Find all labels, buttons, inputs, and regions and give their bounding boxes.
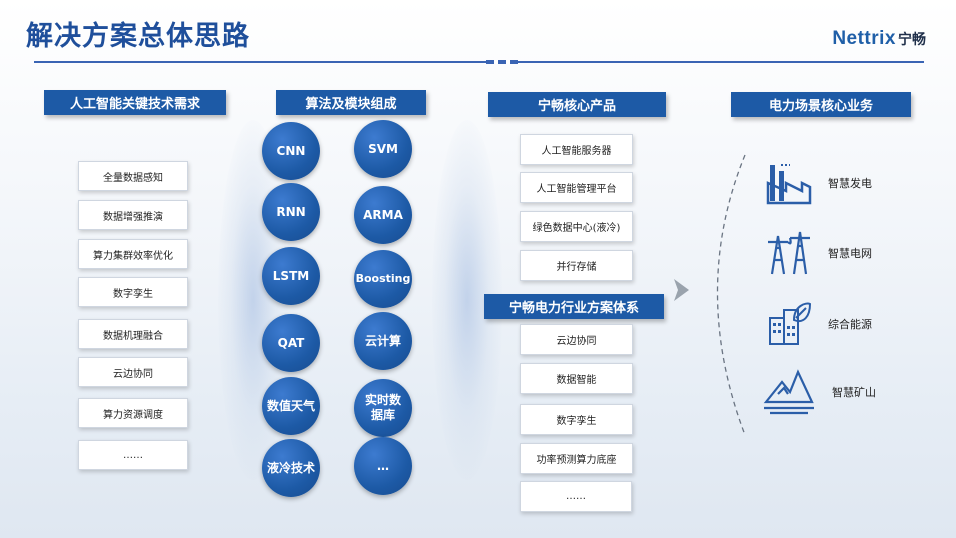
business-label: 智慧发电 bbox=[828, 176, 872, 190]
algorithm-circle: 实时数据库 bbox=[354, 379, 412, 437]
business-item: 综合能源 bbox=[766, 300, 896, 348]
list-item: 人工智能服务器 bbox=[520, 134, 633, 165]
algorithm-circle: 液冷技术 bbox=[262, 439, 320, 497]
business-label: 智慧矿山 bbox=[832, 386, 876, 399]
list-item: 功率预测算力底座 bbox=[520, 443, 633, 474]
list-item: 算力集群效率优化 bbox=[78, 239, 188, 269]
header-power-business: 电力场景核心业务 bbox=[731, 92, 911, 117]
algorithm-circle: Boosting bbox=[354, 250, 412, 308]
list-item: 数字孪生 bbox=[520, 404, 633, 435]
algorithm-circle: CNN bbox=[262, 122, 320, 180]
header-ai-needs: 人工智能关键技术需求 bbox=[44, 90, 226, 115]
algorithm-circle: ARMA bbox=[354, 186, 412, 244]
list-item: 云边协同 bbox=[78, 357, 188, 387]
algorithm-circle: 云计算 bbox=[354, 312, 412, 370]
list-item: 绿色数据中心(液冷) bbox=[520, 211, 633, 242]
list-item: …… bbox=[520, 481, 632, 512]
header-algorithms: 算法及模块组成 bbox=[276, 90, 426, 115]
business-item: 智慧矿山 bbox=[762, 368, 896, 416]
factory-icon bbox=[766, 163, 812, 204]
building-leaf-icon bbox=[769, 302, 812, 345]
brand-logo: Nettrix 宁畅 bbox=[832, 28, 926, 50]
business-label: 综合能源 bbox=[828, 318, 872, 331]
list-item: 数字孪生 bbox=[78, 277, 188, 307]
list-item: 数据智能 bbox=[520, 363, 633, 394]
algorithm-circle: 数值天气 bbox=[262, 377, 320, 435]
header-industry-solution: 宁畅电力行业方案体系 bbox=[484, 294, 664, 319]
title-divider bbox=[34, 60, 924, 64]
business-label: 智慧电网 bbox=[828, 247, 872, 260]
business-item: 智慧电网 bbox=[766, 230, 896, 276]
list-item: 数据机理融合 bbox=[78, 319, 188, 349]
dashed-arc bbox=[716, 154, 746, 436]
algorithm-circle: … bbox=[354, 437, 412, 495]
list-item: 数据增强推演 bbox=[78, 200, 188, 230]
list-item: 人工智能管理平台 bbox=[520, 172, 633, 203]
list-item: 云边协同 bbox=[520, 324, 633, 355]
arrow-right-icon bbox=[674, 279, 689, 301]
list-item: …… bbox=[78, 440, 188, 470]
mountain-icon bbox=[763, 369, 814, 415]
business-item: 智慧发电 bbox=[766, 160, 896, 205]
slide-title: 解决方案总体思路 bbox=[26, 21, 250, 52]
power-tower-icon bbox=[768, 231, 810, 275]
list-item: 全量数据感知 bbox=[78, 161, 188, 191]
list-item: 算力资源调度 bbox=[78, 398, 188, 428]
list-item: 并行存储 bbox=[520, 250, 633, 281]
algorithm-circle: SVM bbox=[354, 120, 412, 178]
algorithm-circle: RNN bbox=[262, 183, 320, 241]
logo-text-cn: 宁畅 bbox=[898, 32, 926, 48]
logo-text-en: Nettrix bbox=[832, 28, 896, 49]
algorithm-circle: QAT bbox=[262, 314, 320, 372]
header-core-products: 宁畅核心产品 bbox=[488, 92, 666, 117]
algorithm-circle: LSTM bbox=[262, 247, 320, 305]
